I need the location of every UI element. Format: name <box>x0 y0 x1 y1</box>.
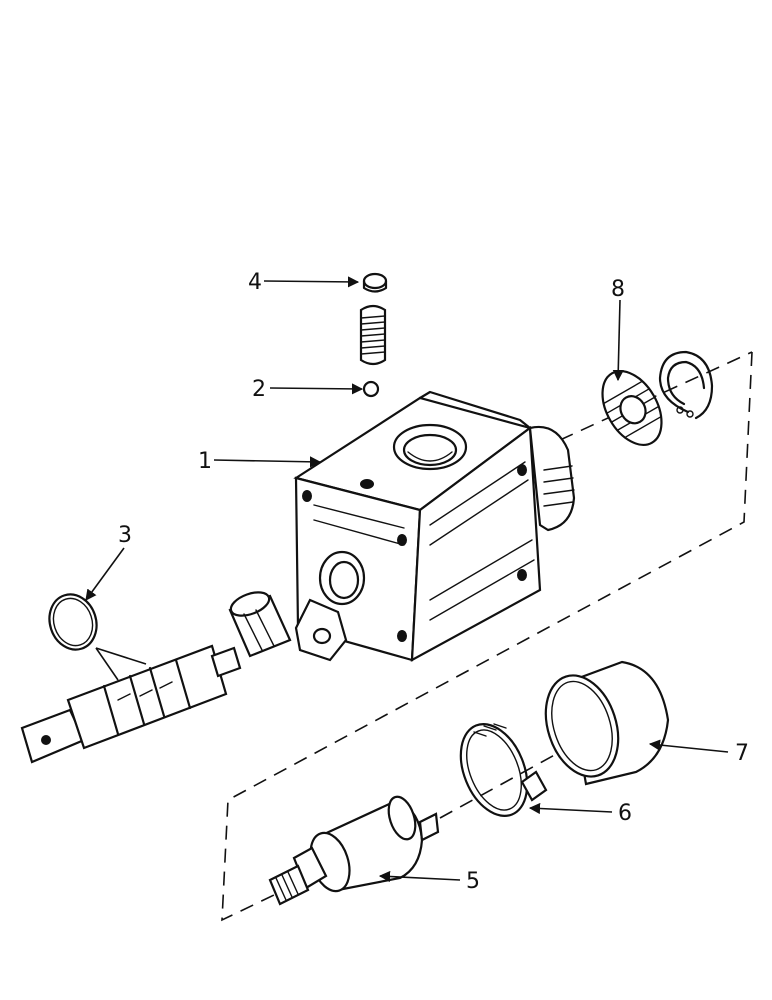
callout-5: 5 <box>466 869 480 894</box>
hose-clamp-part <box>459 722 548 818</box>
callout-1: 1 <box>198 449 212 474</box>
o-ring-part <box>48 593 98 651</box>
callout-4: 4 <box>248 270 262 295</box>
leader-lines <box>85 276 729 883</box>
sender-switch-part <box>268 795 440 906</box>
callout-7: 7 <box>735 741 749 766</box>
filter-screen-part <box>601 370 663 446</box>
valve-body-part <box>293 390 576 662</box>
snap-ring-part <box>658 350 714 420</box>
callout-3: 3 <box>118 523 132 548</box>
ball-part <box>362 380 380 398</box>
stud-part <box>359 304 387 366</box>
cap-nut-part <box>362 272 388 293</box>
callout-6: 6 <box>618 801 632 826</box>
callout-8: 8 <box>611 277 625 302</box>
sleeve-part <box>544 660 670 786</box>
callout-2: 2 <box>252 377 266 402</box>
callout-labels: 4 2 1 3 8 7 6 5 <box>118 270 749 894</box>
spool-shaft-part <box>20 591 292 764</box>
